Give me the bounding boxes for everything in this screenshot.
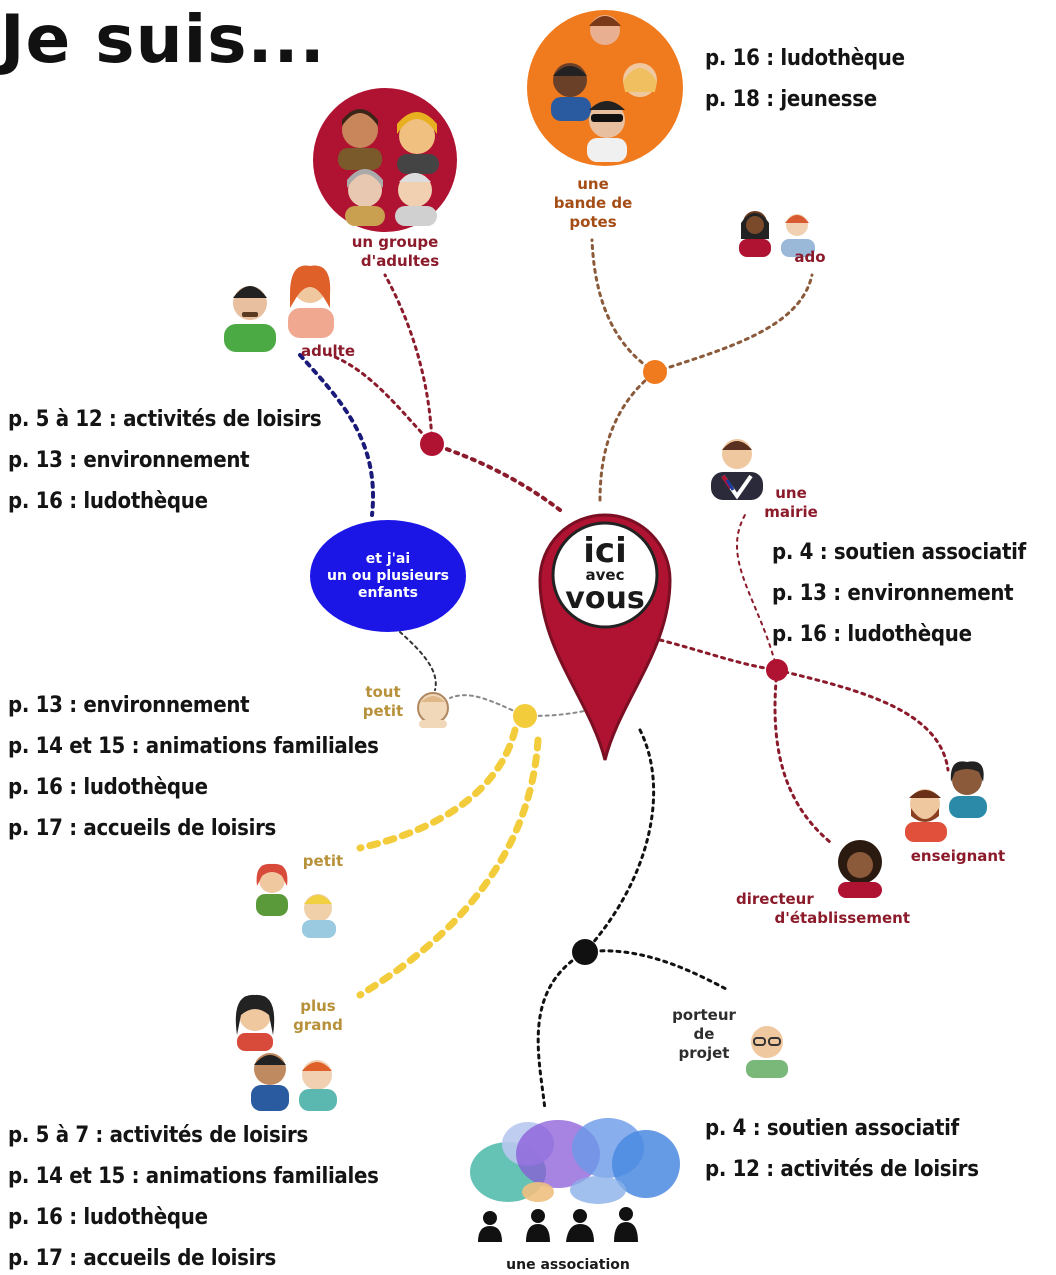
child-pair-icon [256,863,336,938]
page-list-older-kids: p. 5 à 7 : activités de loisirs p. 14 et… [8,1115,379,1275]
label-line: une [775,484,807,502]
label-line: d'établissement [774,909,911,927]
page-ref: p. 4 : soutien associatif [705,1116,959,1141]
label-porteur: porteur de projet [662,1006,746,1063]
page-ref: p. 13 : environnement [8,448,250,473]
people-group-icon [313,88,457,232]
label-line: de [693,1025,715,1043]
page-list-youth: p. 16 : ludothèque p. 18 : jeunesse [705,38,905,120]
label-line: d'adultes [360,252,440,270]
page-list-mairie: p. 4 : soutien associatif p. 13 : enviro… [772,532,1026,655]
label-line: enfants [357,584,418,601]
page-ref: p. 17 : accueils de loisirs [8,1246,277,1271]
label-petit: petit [302,852,344,870]
teen-group-icon [527,10,683,166]
label-line: mairie [764,503,818,521]
label-plus-grand: plus grand [288,997,348,1035]
label-line: porteur [672,1006,736,1024]
page-ref: p. 17 : accueils de loisirs [8,816,277,841]
label-adulte: adulte [300,342,356,360]
page-ref: p. 16 : ludothèque [8,489,208,514]
pin-text-ici: ici [583,531,626,571]
label-directeur: directeur d'établissement [730,890,910,928]
label-ado: ado [794,248,826,266]
speech-bubbles-icon [470,1118,680,1242]
label-enseignant: enseignant [910,847,1006,865]
enfants-bubble: et j'ai un ou plusieurs enfants [310,520,466,632]
page-ref: p. 12 : activités de loisirs [705,1157,979,1182]
project-holder-icon [746,1026,788,1078]
label-groupe-adultes: un groupe d'adultes [340,233,450,271]
label-line: bande de [553,194,633,212]
label-line: et j'ai [365,550,411,567]
label-line: plus [300,997,336,1015]
page-title: Je suis... [0,1,326,78]
page-ref: p. 13 : environnement [772,581,1014,606]
pin-text-avec: avec [586,566,625,584]
hub-dot-education [766,659,788,681]
label-line: grand [293,1016,343,1034]
label-mairie: une mairie [760,484,822,522]
page-ref: p. 16 : ludothèque [8,775,208,800]
location-pin-icon: ici avec vous [538,513,672,761]
teen-pair-icon [739,211,815,257]
adult-pair-icon [224,265,334,352]
hub-dot-kids [513,704,537,728]
page-ref: p. 16 : ludothèque [8,1205,208,1230]
hub-dot-adults [420,432,444,456]
label-tout-petit: tout petit [358,683,408,721]
page-ref: p. 14 et 15 : animations familiales [8,734,379,759]
page-ref: p. 18 : jeunesse [705,87,877,112]
page-list-adults: p. 5 à 12 : activités de loisirs p. 13 :… [8,399,322,522]
page-ref: p. 5 à 12 : activités de loisirs [8,407,322,432]
page-ref: p. 13 : environnement [8,693,250,718]
hub-dot-projects [572,939,598,965]
label-line: directeur [736,890,814,908]
page-ref: p. 5 à 7 : activités de loisirs [8,1123,308,1148]
teacher-pair-icon [905,761,987,842]
page-ref: p. 16 : ludothèque [705,46,905,71]
toddler-icon [417,692,449,728]
label-line: petit [362,702,404,720]
label-line: un groupe [351,233,439,251]
page-list-project: p. 4 : soutien associatif p. 12 : activi… [705,1108,979,1190]
official-icon [711,439,763,500]
label-line: potes [569,213,617,231]
label-enfants: et j'ai un ou plusieurs enfants [327,551,449,602]
label-association: une association [506,1257,630,1273]
page-ref: p. 16 : ludothèque [772,622,972,647]
page-list-kids: p. 13 : environnement p. 14 et 15 : anim… [8,685,379,849]
director-icon [838,840,882,898]
label-line: tout [365,683,401,701]
label-line: projet [678,1044,730,1062]
pin-text-vous: vous [565,581,644,616]
hub-dot-youth [643,360,667,384]
label-bande-potes: une bande de potes [548,175,638,232]
label-line: une [577,175,609,193]
page-ref: p. 14 et 15 : animations familiales [8,1164,379,1189]
page-ref: p. 4 : soutien associatif [772,540,1026,565]
label-line: un ou plusieurs [327,567,449,584]
older-child-group-icon [235,994,337,1111]
